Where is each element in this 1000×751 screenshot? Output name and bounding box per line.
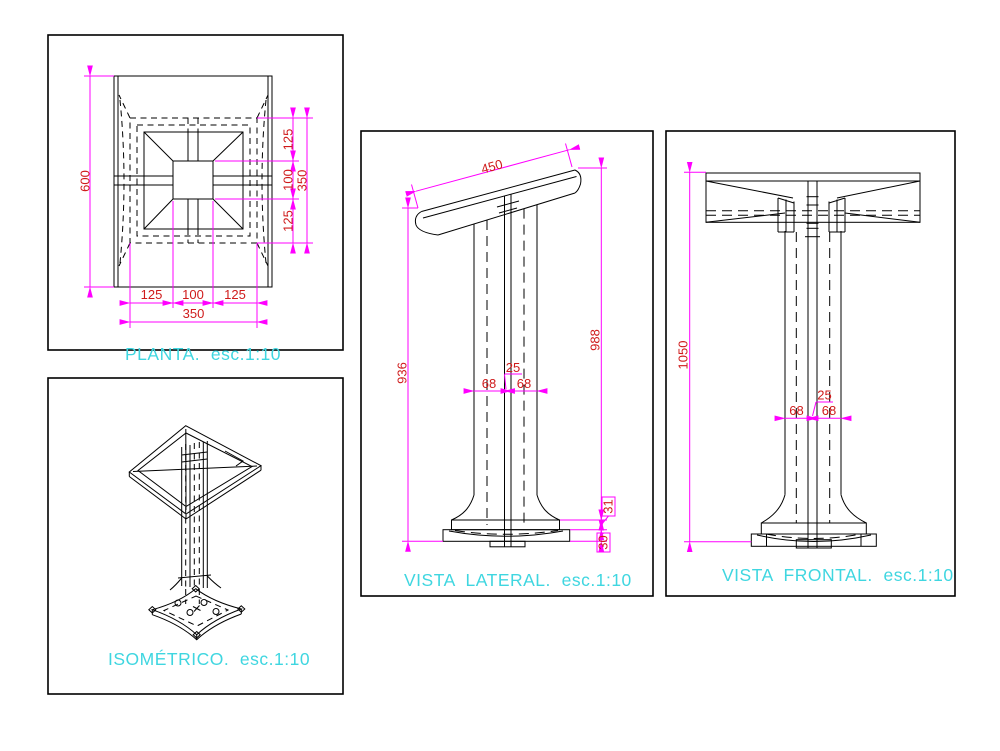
dim-lateral-base-plinth: 30 xyxy=(596,535,611,549)
planta-view: 600 125 100 125 350 125 100 125 350 PLAN… xyxy=(47,34,344,364)
lateral-frame xyxy=(360,130,654,597)
vista-lateral-view: 450 936 988 68 68 25 31 30 VISTA LATERAL… xyxy=(360,130,654,597)
dim-lateral-height-left: 936 xyxy=(395,362,410,384)
planta-hidden-lines xyxy=(118,94,269,267)
dim-lateral-column-right: 68 xyxy=(517,376,531,391)
vista-frontal-view: 1050 68 68 25 VISTA FRONTAL. esc.1:10 xyxy=(665,130,956,597)
dim-frontal-column-right: 68 xyxy=(822,403,836,418)
isometrico-view: ISOMÉTRICO. esc.1:10 xyxy=(47,377,344,695)
dim-planta-bottom-center: 100 xyxy=(182,287,204,302)
dim-lateral-base-cap: 31 xyxy=(601,499,616,513)
planta-frame xyxy=(47,34,344,351)
dim-planta-height: 600 xyxy=(78,170,93,192)
dim-frontal-column-gap: 25 xyxy=(817,388,831,403)
dim-planta-bottom-total: 350 xyxy=(183,306,205,321)
frontal-hidden-lines xyxy=(706,210,920,539)
isometrico-frame xyxy=(47,377,344,695)
dim-frontal-height: 1050 xyxy=(676,341,691,370)
lateral-dimension-lines xyxy=(402,143,616,553)
planta-drawing-lines xyxy=(113,75,273,288)
dim-lateral-top-width: 450 xyxy=(479,156,504,176)
dim-planta-right-total: 350 xyxy=(295,170,310,192)
isometrico-drawing-lines xyxy=(128,425,262,641)
lateral-title: VISTA LATERAL. esc.1:10 xyxy=(404,570,632,590)
dim-lateral-column-left: 68 xyxy=(482,376,496,391)
dim-lateral-height-right: 988 xyxy=(588,329,603,351)
lateral-hidden-lines xyxy=(454,208,559,535)
frontal-drawing-lines xyxy=(705,172,921,549)
isometrico-title: ISOMÉTRICO. esc.1:10 xyxy=(108,649,310,669)
frontal-frame xyxy=(665,130,956,597)
dim-lateral-column-gap: 25 xyxy=(506,360,520,375)
dim-frontal-column-left: 68 xyxy=(789,403,803,418)
dim-planta-right-middle: 100 xyxy=(281,169,296,191)
lateral-drawing-lines xyxy=(414,169,582,548)
isometrico-hidden-lines xyxy=(162,442,230,627)
frontal-title: VISTA FRONTAL. esc.1:10 xyxy=(722,565,954,585)
dim-planta-bottom-left: 125 xyxy=(141,287,163,302)
dim-planta-right-top: 125 xyxy=(281,129,296,151)
planta-dimension-lines xyxy=(84,65,313,328)
planta-title: PLANTA. esc.1:10 xyxy=(125,344,281,364)
frontal-dimension-lines xyxy=(684,161,852,553)
dim-planta-bottom-right: 125 xyxy=(224,287,246,302)
dim-planta-right-bottom: 125 xyxy=(281,210,296,232)
